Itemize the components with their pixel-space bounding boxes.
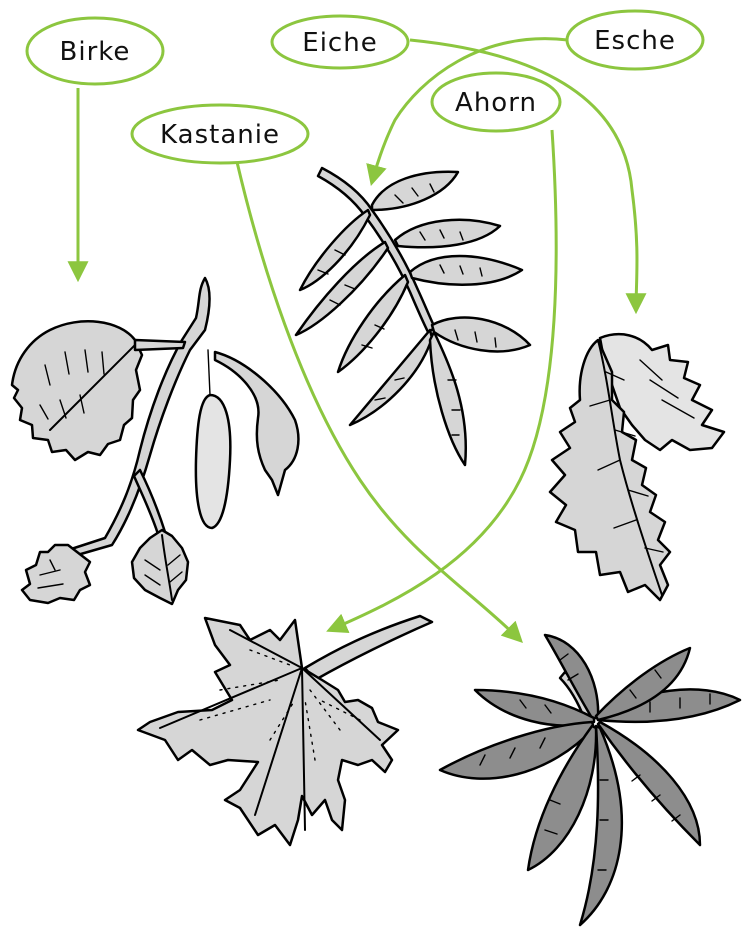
birch-catkin [196,395,230,528]
ash-leaflet-terminal [430,332,466,465]
label-birke: Birke [27,18,163,84]
label-text: Eiche [302,28,377,58]
maple-leaf-illustration [138,616,432,845]
chestnut-leaflets [440,635,740,925]
label-ahorn: Ahorn [432,73,560,131]
oak-leaf-illustration [550,334,724,600]
birch-leaf-large [12,321,142,460]
label-kastanie: Kastanie [132,105,308,163]
ash-leaflet [432,318,530,352]
birch-leaf-small-left [22,545,90,603]
label-text: Esche [594,26,676,56]
label-eiche: Eiche [272,16,408,68]
catkin-stalk [208,350,210,395]
label-text: Birke [60,37,131,67]
birch-leaf-small-mid [132,530,188,604]
birch-side-twig [134,470,165,534]
chestnut-leaf-illustration [440,635,740,925]
label-esche: Esche [567,11,703,69]
maple-stem [305,616,432,680]
ash-leaflet [395,220,500,247]
label-text: Ahorn [455,88,537,118]
label-text: Kastanie [160,120,280,150]
ash-leaf-illustration [296,168,530,465]
birch-branch-illustration [12,278,298,604]
ash-leaflet [410,256,522,285]
birch-petiole [135,340,185,350]
